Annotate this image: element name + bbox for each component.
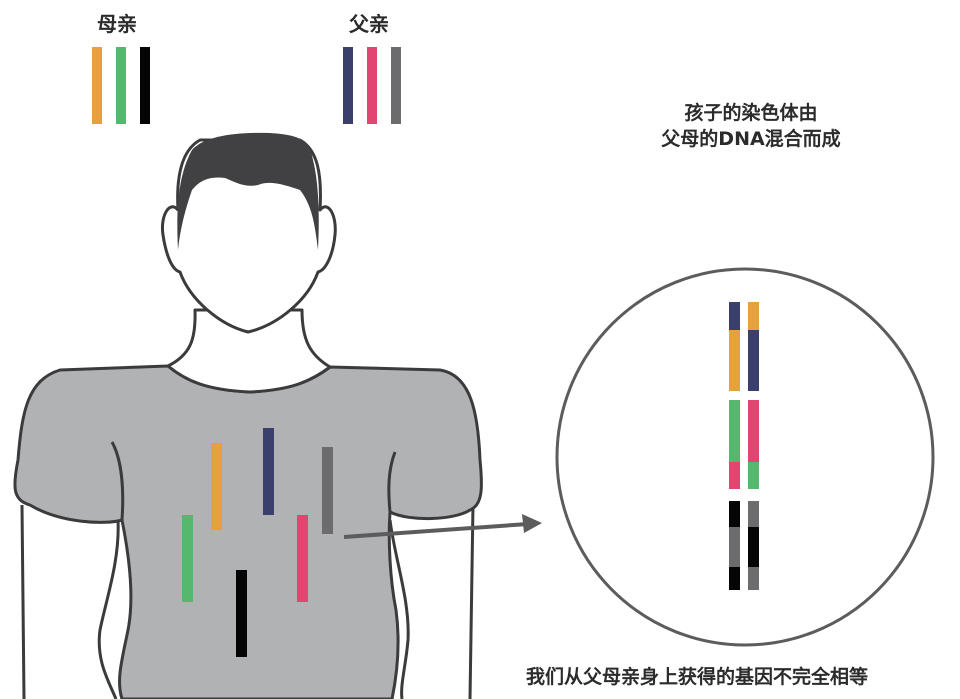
pair3-right-chromosome [748,501,759,590]
segment-navy [748,330,759,391]
pair3-left-chromosome [729,501,740,590]
segment-navy [729,302,740,330]
pair1-right-chromosome [748,302,759,391]
pair2-right-chromosome [748,400,759,489]
father-chromosome-pink [367,47,377,124]
pointer-arrow-head [522,514,542,533]
segment-orange [729,330,740,391]
segment-black [748,527,759,567]
mixing-caption-line1: 孩子的染色体由 [684,102,818,124]
mother-chromosome-black [140,47,150,124]
body-chromosome-green [182,515,193,602]
segment-gray [748,501,759,527]
left-arm [20,504,120,699]
neck [166,308,332,394]
body-chromosome-pink [297,515,308,602]
mother-label: 母亲 [97,12,137,36]
segment-pink [729,462,740,489]
segment-green [729,400,740,462]
right-arm [388,504,475,699]
segment-pink [748,400,759,462]
mixing-caption-line2: 父母的DNA混合而成 [661,128,841,150]
segment-gray [748,567,759,590]
pair1-left-chromosome [729,302,740,391]
unequal-genes-caption: 我们从父母亲身上获得的基因不完全相等 [526,666,869,688]
father-chromosome-navy [343,47,353,124]
pointer-arrow-line [343,522,529,539]
mother-chromosome-orange [92,47,102,124]
mixing-caption: 孩子的染色体由 父母的DNA混合而成 [636,100,866,152]
pair2-left-chromosome [729,400,740,489]
father-chromosome-gray [391,47,401,124]
body-chromosome-black [236,570,247,657]
segment-black [729,501,740,527]
zoom-circle [555,267,935,647]
body-chromosome-navy [263,428,274,515]
hair [177,132,319,250]
right-armpit-crease [387,451,397,513]
body-chromosome-gray [322,447,333,534]
left-armpit-crease [110,441,125,521]
mother-chromosome-green [116,47,126,124]
segment-gray [729,527,740,567]
segment-black [729,567,740,590]
segment-orange [748,302,759,330]
shirt [13,364,483,699]
segment-green [748,462,759,489]
father-label: 父亲 [349,12,389,36]
body-chromosome-orange [211,443,222,530]
